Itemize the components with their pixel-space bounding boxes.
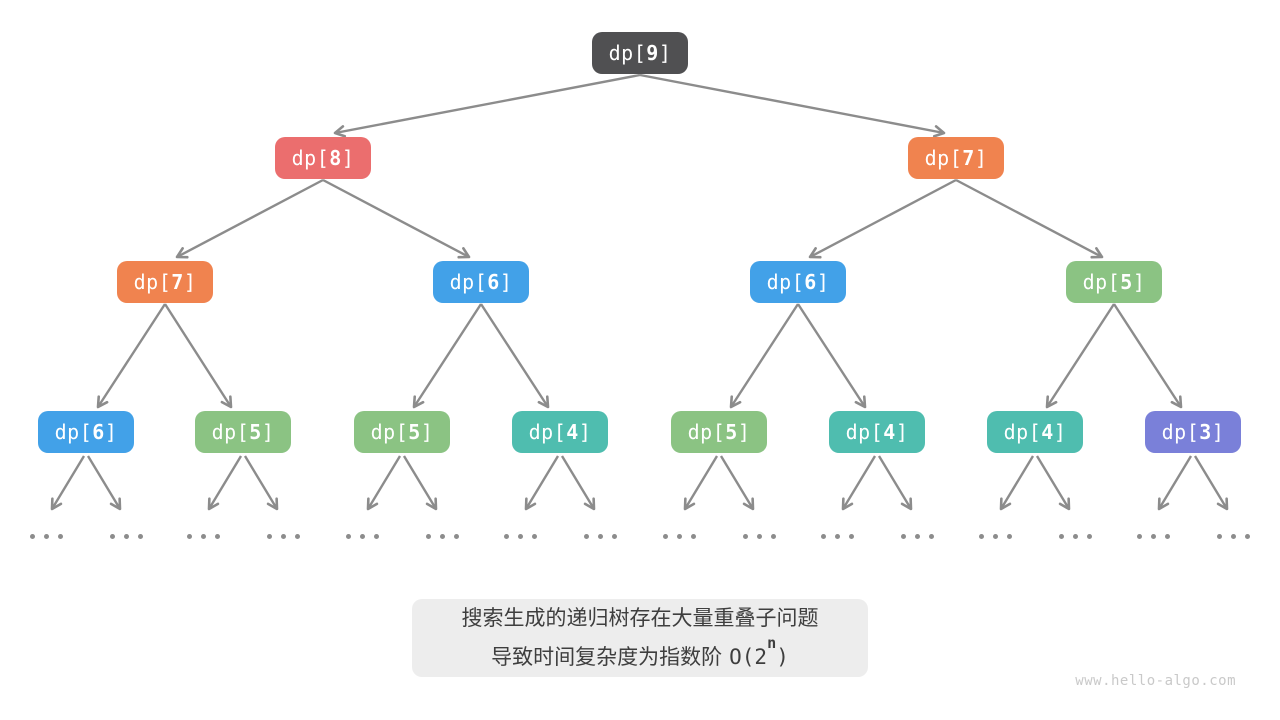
ellipsis: [1217, 534, 1250, 539]
tree-node-dp-8: dp[8]: [275, 137, 371, 179]
tree-edge: [999, 455, 1035, 511]
tree-edge: [796, 303, 867, 409]
tree-node-dp-7: dp[7]: [908, 137, 1004, 179]
ellipsis: [267, 534, 300, 539]
caption-line2-text: 导致时间复杂度为指数阶: [491, 646, 723, 669]
watermark: www.hello-algo.com: [1075, 673, 1236, 689]
ellipsis: [426, 534, 459, 539]
tree-node-dp-6: dp[6]: [750, 261, 846, 303]
tree-node-dp-7: dp[7]: [117, 261, 213, 303]
tree-edge: [877, 455, 913, 511]
tree-edge: [1045, 303, 1116, 409]
ellipsis: [901, 534, 934, 539]
formula-prefix: O(2: [729, 645, 768, 669]
tree-edge: [560, 455, 596, 511]
tree-node-dp-5: dp[5]: [354, 411, 450, 453]
tree-edge: [86, 455, 122, 511]
ellipsis: [821, 534, 854, 539]
tree-edge: [366, 455, 402, 511]
ellipsis: [346, 534, 379, 539]
tree-edge: [729, 303, 800, 409]
tree-edge: [402, 455, 438, 511]
tree-node-dp-9: dp[9]: [592, 32, 688, 74]
tree-edge: [479, 303, 550, 409]
tree-edge: [1112, 303, 1183, 409]
caption-line2: 导致时间复杂度为指数阶 O(2n): [491, 634, 789, 674]
tree-node-dp-5: dp[5]: [1066, 261, 1162, 303]
tree-node-dp-4: dp[4]: [987, 411, 1083, 453]
tree-edge: [955, 178, 1104, 259]
tree-edge: [1193, 455, 1229, 511]
tree-node-dp-6: dp[6]: [38, 411, 134, 453]
tree-node-dp-6: dp[6]: [433, 261, 529, 303]
ellipsis: [1137, 534, 1170, 539]
tree-edge: [524, 455, 560, 511]
tree-node-dp-3: dp[3]: [1145, 411, 1241, 453]
tree-edge: [719, 455, 755, 511]
tree-node-dp-4: dp[4]: [512, 411, 608, 453]
caption-line1: 搜索生成的递归树存在大量重叠子问题: [461, 607, 819, 630]
ellipsis: [743, 534, 776, 539]
caption-box: 搜索生成的递归树存在大量重叠子问题 导致时间复杂度为指数阶 O(2n): [412, 599, 868, 677]
tree-edge: [683, 455, 719, 511]
tree-edge: [841, 455, 877, 511]
tree-edge: [1157, 455, 1193, 511]
tree-edge: [96, 303, 167, 409]
tree-node-dp-5: dp[5]: [195, 411, 291, 453]
tree-edge: [175, 178, 324, 259]
tree-node-dp-4: dp[4]: [829, 411, 925, 453]
ellipsis: [504, 534, 537, 539]
tree-edge: [412, 303, 483, 409]
tree-edge: [333, 73, 641, 138]
tree-edge: [50, 455, 86, 511]
ellipsis: [30, 534, 63, 539]
tree-edge: [243, 455, 279, 511]
tree-edge: [207, 455, 243, 511]
ellipsis: [979, 534, 1012, 539]
ellipsis: [663, 534, 696, 539]
formula-exponent: n: [767, 634, 777, 653]
ellipsis: [584, 534, 617, 539]
tree-edge: [163, 303, 233, 409]
ellipsis: [1059, 534, 1092, 539]
ellipsis: [110, 534, 143, 539]
tree-edge: [1035, 455, 1071, 511]
tree-edge: [808, 178, 957, 259]
ellipsis: [187, 534, 220, 539]
complexity-formula: O(2n): [729, 634, 789, 669]
tree-node-dp-5: dp[5]: [671, 411, 767, 453]
tree-edge: [639, 73, 946, 138]
tree-edge: [322, 178, 471, 259]
formula-suffix: ): [776, 645, 789, 669]
